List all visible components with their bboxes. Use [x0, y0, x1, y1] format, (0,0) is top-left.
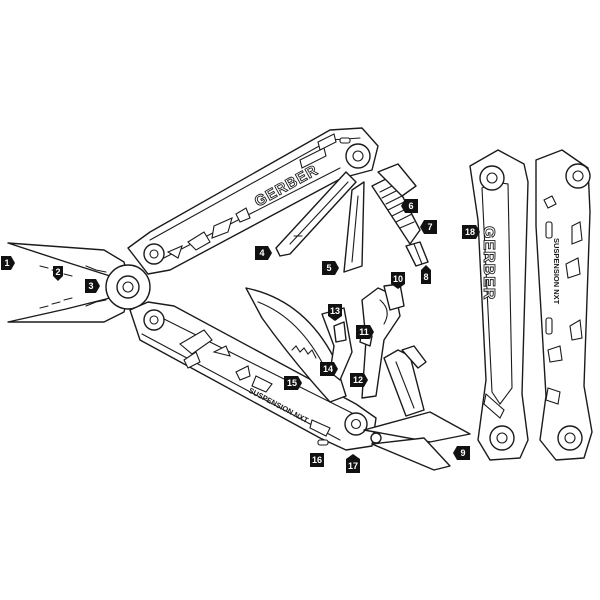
svg-text:7: 7 — [427, 222, 432, 232]
callout-3: 3 — [85, 279, 100, 293]
callout-13: 13 — [328, 304, 342, 321]
callout-1: 1 — [1, 256, 15, 270]
pliers-jaws — [7, 242, 129, 323]
lower-tools — [245, 283, 471, 471]
callout-14: 14 — [320, 362, 338, 376]
upper-handle: GERBER — [127, 127, 379, 275]
brand-engraving-closed: GERBER — [480, 226, 497, 300]
svg-text:8: 8 — [423, 272, 428, 282]
upper-tools — [275, 163, 429, 273]
callout-17: 17 — [346, 454, 360, 473]
svg-text:18: 18 — [465, 227, 475, 237]
svg-text:16: 16 — [312, 455, 322, 465]
callout-18: 18 — [462, 225, 480, 239]
svg-text:1: 1 — [4, 258, 9, 268]
callout-8: 8 — [421, 265, 431, 284]
svg-text:17: 17 — [348, 461, 358, 471]
callout-10: 10 — [391, 272, 405, 289]
svg-text:12: 12 — [353, 375, 363, 385]
svg-text:2: 2 — [55, 267, 60, 277]
svg-text:4: 4 — [259, 248, 264, 258]
callout-15: 15 — [284, 376, 302, 390]
svg-text:10: 10 — [393, 274, 403, 284]
svg-text:14: 14 — [323, 364, 333, 374]
svg-text:13: 13 — [330, 306, 340, 316]
callout-16: 16 — [310, 453, 324, 467]
svg-text:5: 5 — [326, 263, 331, 273]
callout-5: 5 — [322, 261, 339, 275]
svg-text:6: 6 — [408, 201, 413, 211]
svg-text:11: 11 — [359, 327, 369, 337]
pivot-hub — [105, 264, 151, 310]
callout-11: 11 — [356, 325, 374, 339]
model-engraving-closed: SUSPENSION NXT — [552, 238, 561, 305]
callout-6: 6 — [401, 199, 418, 213]
callout-7: 7 — [420, 220, 437, 234]
svg-text:3: 3 — [88, 281, 93, 291]
closed-tool: GERBER SUSPENSION NXT — [469, 149, 593, 461]
callout-12: 12 — [350, 373, 368, 387]
callout-2: 2 — [53, 266, 63, 281]
svg-text:15: 15 — [287, 378, 297, 388]
svg-text:9: 9 — [460, 448, 465, 458]
callout-4: 4 — [255, 246, 272, 260]
callout-9: 9 — [453, 446, 470, 460]
